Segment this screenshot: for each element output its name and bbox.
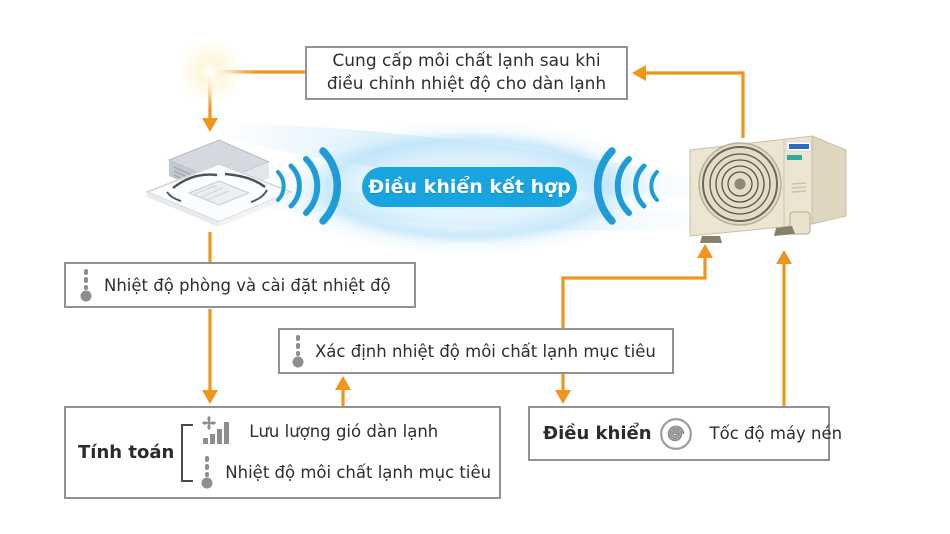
control-box: Điều khiển Tốc độ máy nén	[528, 406, 842, 461]
calc-airflow-label: Lưu lượng gió dàn lạnh	[249, 421, 439, 441]
thermometer-icon	[201, 456, 213, 489]
calc-target-temp-label: Nhiệt độ môi chất lạnh mục tiêu	[225, 462, 492, 482]
control-label: Tốc độ máy nén	[709, 424, 843, 443]
thermometer-icon	[80, 269, 92, 302]
combined-control-pill: Điều khiển kết hợp	[362, 167, 577, 207]
supply-refrigerant-box: Cung cấp môi chất lạnh sau khi điều chỉn…	[305, 46, 628, 100]
room-temp-label: Nhiệt độ phòng và cài đặt nhiệt độ	[104, 275, 391, 295]
lens-flare	[163, 35, 257, 109]
target-temp-label: Xác định nhiệt độ môi chất lạnh mục tiêu	[315, 341, 656, 361]
target-temp-box: Xác định nhiệt độ môi chất lạnh mục tiêu	[278, 328, 674, 374]
outdoor-condenser-unit	[689, 135, 847, 243]
calc-row-airflow: Lưu lượng gió dàn lạnh	[200, 416, 491, 446]
ceiling-cassette-indoor-unit	[144, 139, 293, 227]
calc-rows: Lưu lượng gió dàn lạnh Nhiệt độ môi chất…	[200, 416, 491, 489]
supply-refrigerant-line1: Cung cấp môi chất lạnh sau khi	[332, 50, 601, 71]
fan-airflow-icon	[202, 416, 230, 444]
compressor-spiral-icon	[659, 417, 692, 450]
calc-row-target-temp: Nhiệt độ môi chất lạnh mục tiêu	[200, 455, 491, 489]
supply-refrigerant-line2: điều chỉnh nhiệt độ cho dàn lạnh	[326, 74, 607, 94]
calc-bracket	[181, 423, 194, 482]
control-title: Điều khiển	[543, 423, 652, 444]
combined-control-label: Điều khiển kết hợp	[368, 176, 571, 198]
thermometer-icon	[292, 335, 304, 368]
calculation-box: Tính toán Lưu lượng gió dàn lạnh	[64, 406, 501, 499]
room-temp-box: Nhiệt độ phòng và cài đặt nhiệt độ	[64, 262, 416, 308]
calculation-title: Tính toán	[78, 442, 175, 463]
